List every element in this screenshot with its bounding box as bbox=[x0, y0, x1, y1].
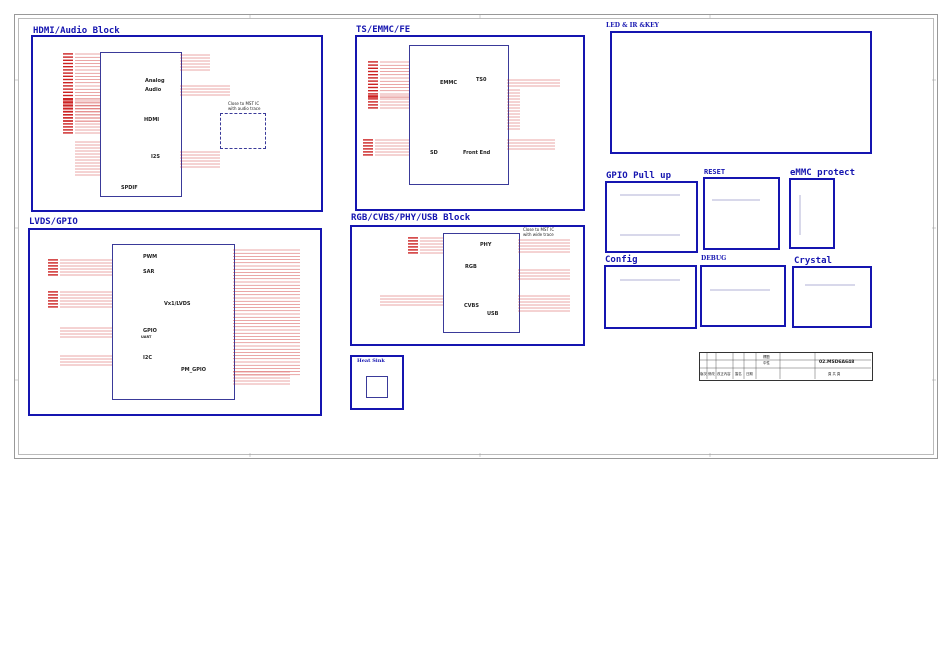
emmc-protect-block[interactable] bbox=[789, 178, 835, 249]
heat-sink-title: Heat Sink bbox=[357, 358, 385, 364]
usb-label: USB bbox=[487, 311, 499, 317]
audio-label: Audio bbox=[145, 87, 162, 93]
reset-block[interactable] bbox=[703, 177, 780, 250]
config-block[interactable] bbox=[604, 265, 697, 329]
config-title: Config bbox=[605, 255, 638, 265]
rgb-ic bbox=[443, 233, 520, 333]
drawing-frame-inner bbox=[18, 18, 934, 455]
phy-label: PHY bbox=[480, 242, 492, 248]
hdmi-note: Close to MST IC with audio trace bbox=[228, 101, 261, 111]
lvds-gpio-block[interactable] bbox=[28, 228, 322, 416]
page-label: 頁 共 頁 bbox=[828, 372, 841, 376]
rgb-note: Close to MST IC with wide trace bbox=[523, 227, 555, 237]
front-end-label: Front End bbox=[463, 150, 491, 156]
drawing-frame-outer bbox=[14, 14, 938, 459]
lvds-ic bbox=[112, 244, 235, 400]
sign-label: 簽名 bbox=[735, 372, 742, 376]
ts0-label: TS0 bbox=[476, 77, 487, 83]
heat-sink-block[interactable] bbox=[350, 355, 404, 410]
led-ir-key-title: LED & IR &KEY bbox=[606, 22, 659, 29]
hdmi-ic bbox=[100, 52, 182, 197]
spdif-label: SPDIF bbox=[121, 185, 138, 191]
rgb-cvbs-title: RGB/CVBS/PHY/USB Block bbox=[351, 213, 471, 223]
vx1-lvds-label: Vx1/LVDS bbox=[164, 301, 191, 307]
sar-label: SAR bbox=[143, 269, 155, 275]
audio-filter-box bbox=[220, 113, 266, 149]
emmc-ic bbox=[409, 45, 509, 185]
emmc-label: EMMC bbox=[440, 80, 458, 86]
cvbs-label: CVBS bbox=[464, 303, 479, 309]
heat-sink-part bbox=[366, 376, 388, 398]
rgb-cvbs-phy-usb-block[interactable] bbox=[350, 225, 585, 346]
hdmi-label: HDMI bbox=[144, 117, 160, 123]
ts-emmc-fe-title: TS/EMMC/FE bbox=[356, 25, 411, 35]
modify-label: 修改 bbox=[708, 372, 715, 376]
gpio-label: GPIO bbox=[143, 328, 157, 334]
sd-label: SD bbox=[430, 150, 438, 156]
i2c-label: I2C bbox=[143, 355, 153, 361]
debug-block[interactable] bbox=[700, 265, 786, 327]
ts-emmc-fe-block[interactable] bbox=[355, 35, 585, 211]
date-label: 日期 bbox=[746, 372, 753, 376]
emmc-protect-title: eMMC protect bbox=[790, 168, 856, 178]
hdmi-audio-title: HDMI/Audio Block bbox=[33, 26, 120, 36]
crystal-title: Crystal bbox=[794, 256, 832, 266]
reset-title: RESET bbox=[704, 168, 726, 176]
content-label: 改正內容 bbox=[717, 372, 731, 376]
title-label-2: 中性 bbox=[763, 361, 770, 365]
pm-gpio-label: PM_GPIO bbox=[181, 367, 207, 373]
title-block bbox=[699, 352, 873, 381]
uart-label: UART bbox=[141, 335, 152, 339]
gpio-pullup-block[interactable] bbox=[605, 181, 698, 253]
model-number: 02.MSD6A648 bbox=[819, 360, 855, 365]
pwm-label: PWM bbox=[143, 254, 158, 260]
rgb-label: RGB bbox=[465, 264, 477, 270]
led-ir-key-block[interactable] bbox=[610, 31, 872, 154]
lvds-gpio-title: LVDS/GPIO bbox=[29, 217, 78, 227]
hdmi-audio-block[interactable] bbox=[31, 35, 323, 212]
i2s-label: I2S bbox=[151, 154, 160, 160]
crystal-block[interactable] bbox=[792, 266, 872, 328]
debug-title: DEBUG bbox=[701, 255, 727, 262]
analog-label: Analog bbox=[145, 78, 165, 84]
gpio-pullup-title: GPIO Pull up bbox=[606, 171, 672, 181]
rev-label: 版次 bbox=[700, 372, 707, 376]
title-label-1: 標題 bbox=[763, 355, 770, 359]
